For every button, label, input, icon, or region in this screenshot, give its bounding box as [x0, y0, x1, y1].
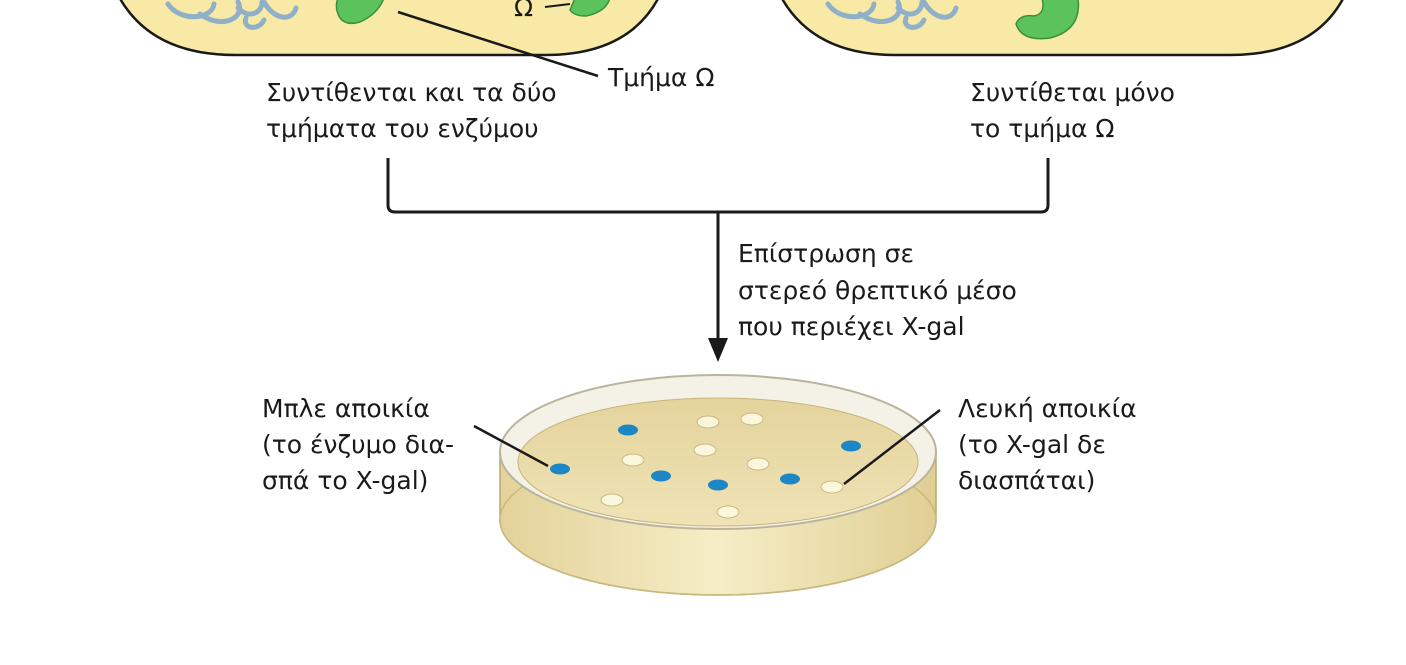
step-label-line-2: στερεό θρεπτικό μέσο [738, 276, 1017, 305]
white-colony-leader [843, 409, 941, 485]
blue-colony-label-line-3: σπά το X-gal) [262, 466, 429, 495]
white-colony [820, 480, 844, 494]
right-enzyme-omega [1015, 0, 1080, 40]
left-bacterium [119, 0, 659, 57]
white-colony [693, 443, 717, 457]
merge-bracket [386, 158, 1050, 214]
segment-omega-label: Τμήμα Ω [608, 63, 715, 92]
right-bacterium [781, 0, 1344, 57]
white-colony-label-line-3: διασπάται) [958, 466, 1096, 495]
white-colony [621, 453, 645, 467]
segment-omega-leader [397, 10, 599, 78]
step-label-line-3: που περιέχει X-gal [738, 312, 965, 341]
right-cell-dna [825, 0, 959, 30]
left-enzyme-omega [569, 0, 611, 17]
right-caption-line-2: το τμήμα Ω [970, 114, 1115, 143]
white-colony-label-line-1: Λευκή αποικία [958, 394, 1137, 423]
right-caption-line-1: Συντίθεται μόνο [970, 78, 1175, 107]
blue-colony [841, 440, 861, 452]
white-colony [740, 412, 764, 426]
dish-medium-surface [517, 397, 919, 527]
blue-colony [651, 470, 671, 482]
blue-colony [550, 463, 570, 475]
petri-dish [499, 374, 937, 596]
left-cell-dna [165, 0, 299, 30]
white-colony [600, 493, 624, 507]
left-caption-line-1: Συντίθενται και τα δύο [266, 78, 557, 107]
blue-colony [780, 473, 800, 485]
white-colony [716, 505, 740, 519]
left-enzyme-alpha [335, 0, 384, 25]
blue-colony [618, 424, 638, 436]
white-colony [696, 415, 720, 429]
white-colony-label-line-2: (το X-gal δε [958, 430, 1106, 459]
white-colony [746, 457, 770, 471]
blue-colony [708, 479, 728, 491]
omega-small-label: Ω [514, 0, 534, 22]
blue-colony-leader [473, 424, 549, 468]
omega-pointer-line [544, 3, 571, 8]
blue-colony-label-line-2: (το ένζυμο δια- [262, 430, 454, 459]
step-label-line-1: Επίστρωση σε [738, 239, 915, 268]
blue-colony-label-line-1: Μπλε αποικία [262, 394, 430, 423]
down-arrow-head [708, 338, 728, 362]
left-caption-line-2: τμήματα του ενζύμου [266, 114, 539, 143]
